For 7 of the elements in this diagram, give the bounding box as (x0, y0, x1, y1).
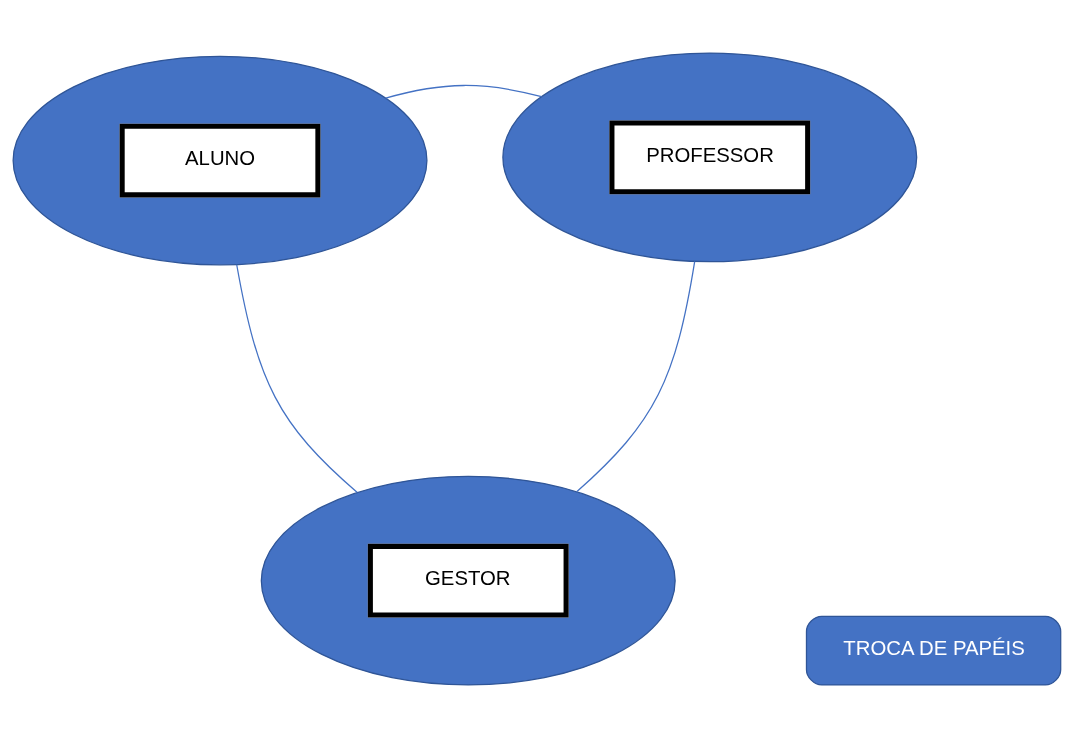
connector (385, 84, 543, 99)
node-ellipse: ALUNO (12, 55, 428, 266)
node-ellipse: GESTOR (260, 475, 676, 686)
connector (576, 261, 696, 493)
node-box: TROCA DE PAPÉIS (805, 615, 1062, 686)
node-ellipse: PROFESSOR (502, 52, 918, 263)
connector (236, 264, 358, 494)
